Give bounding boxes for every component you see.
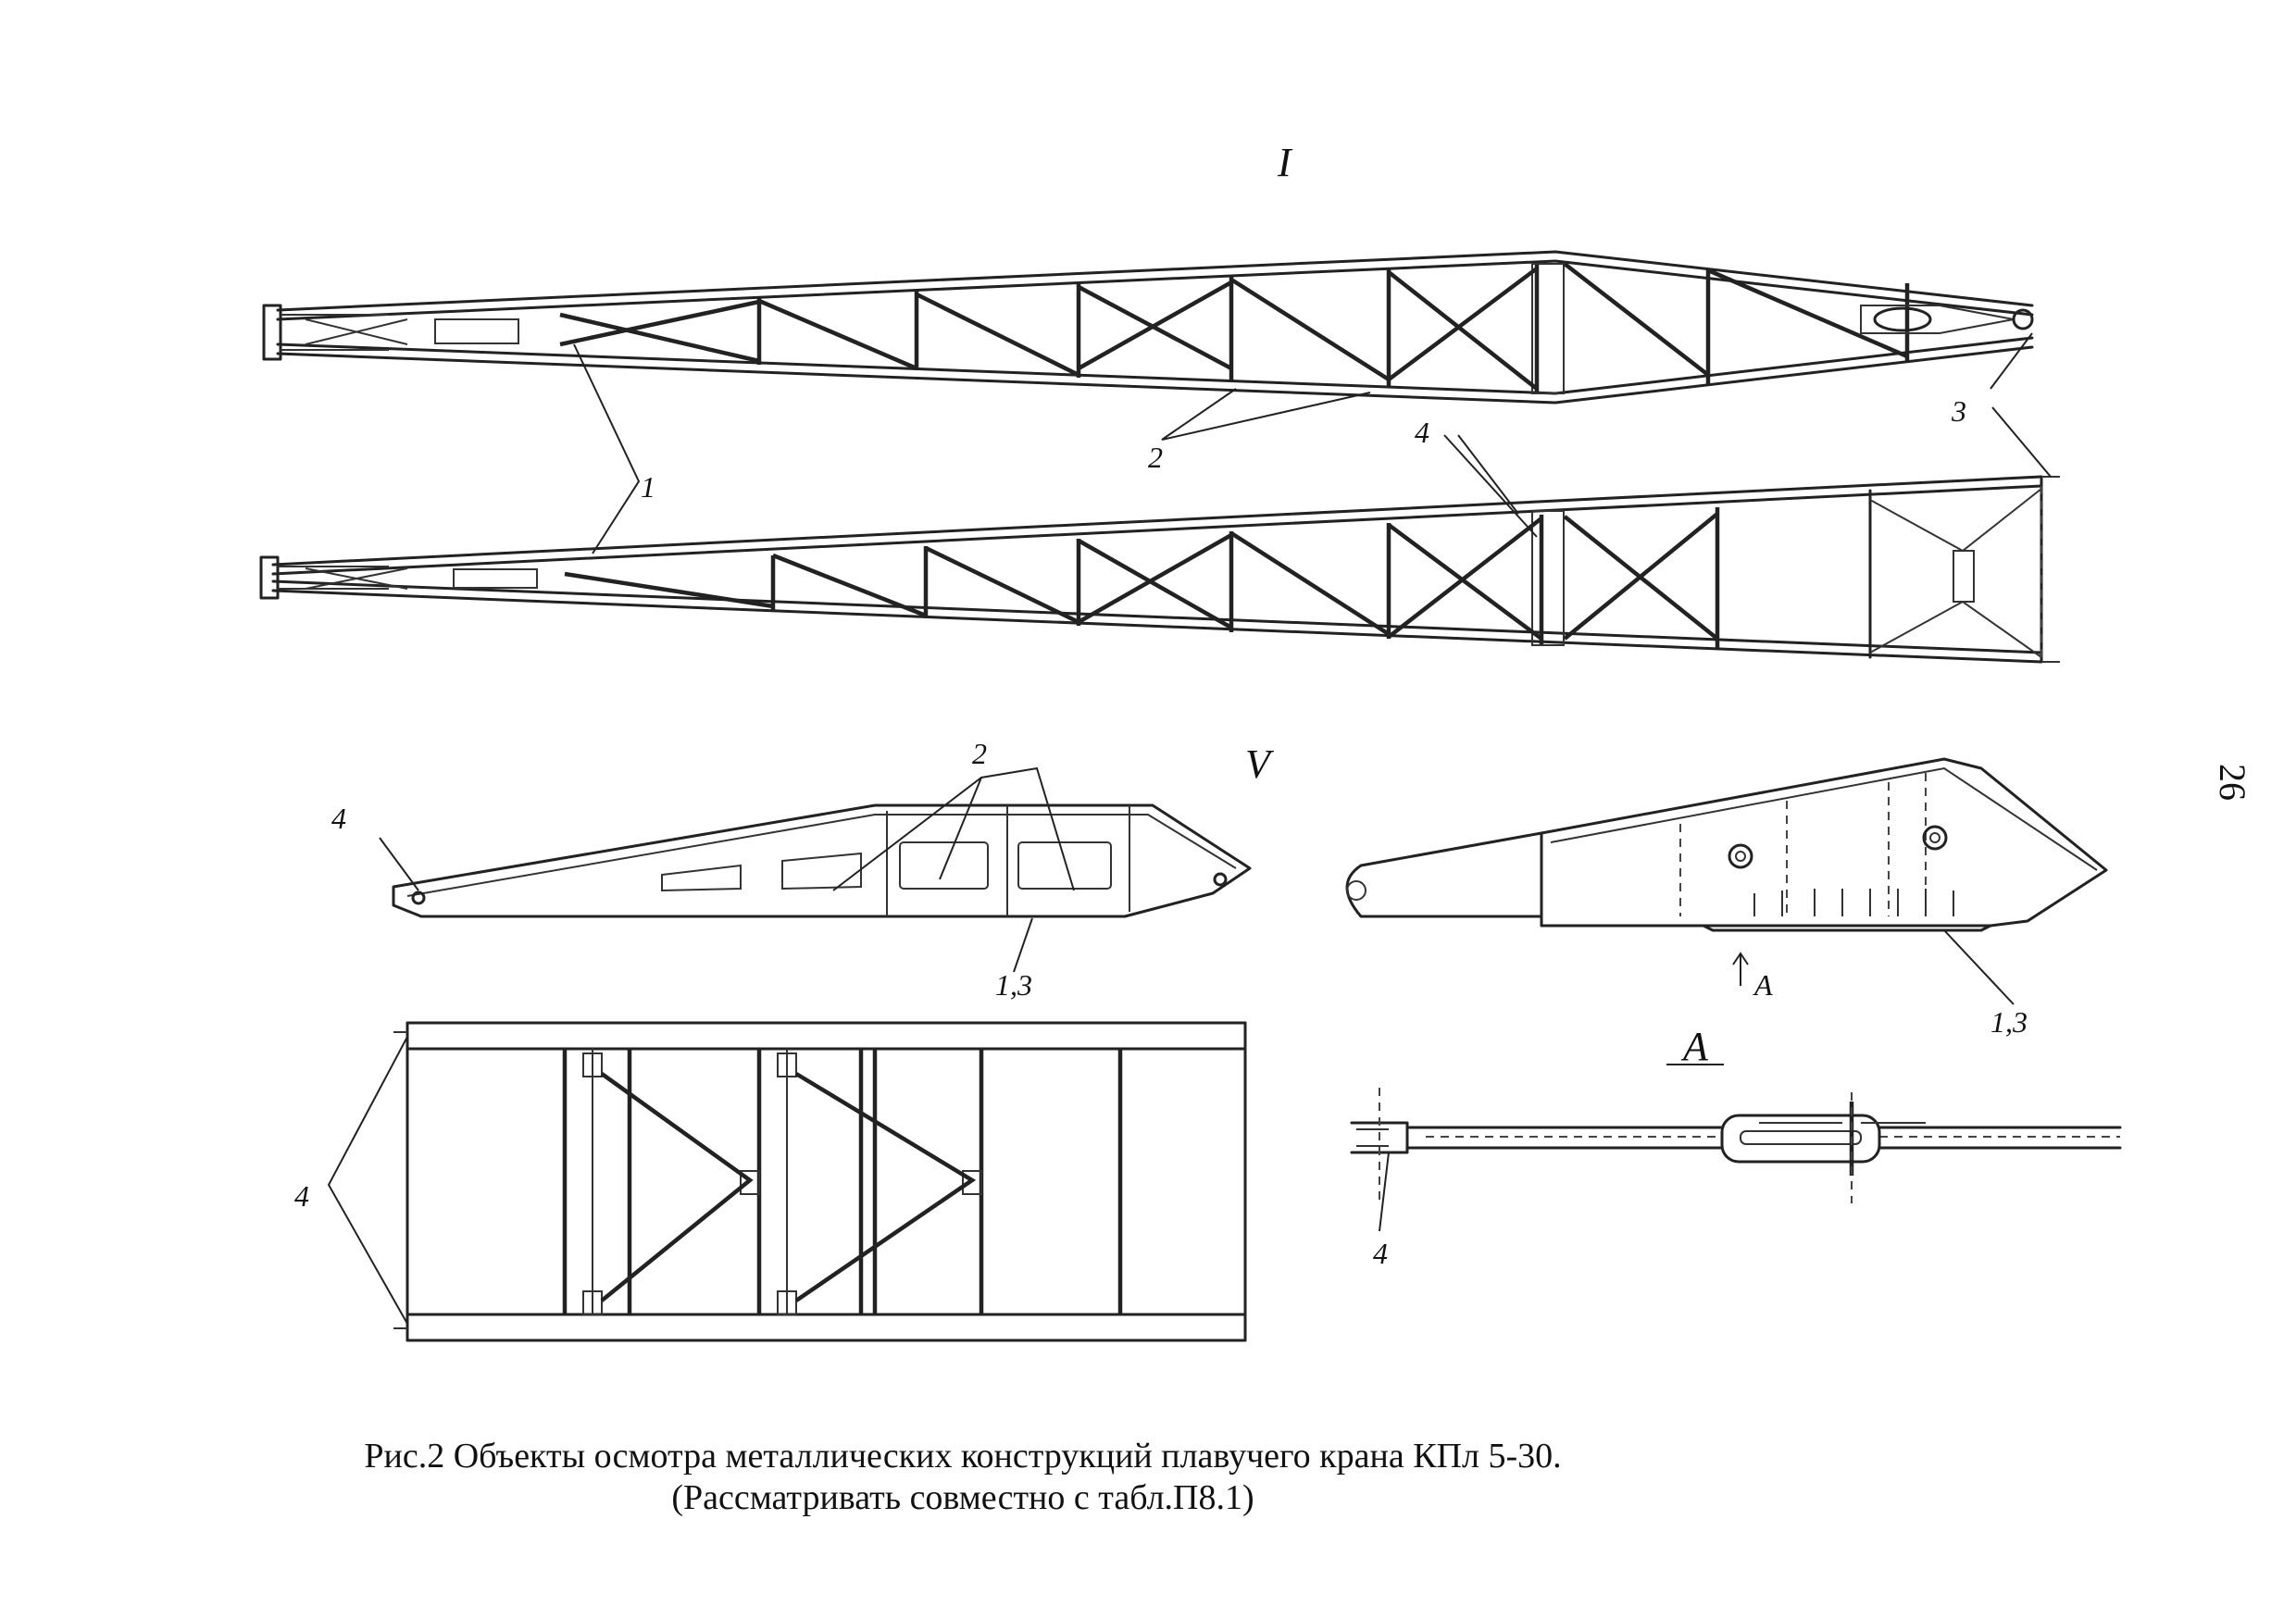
boom-leaders bbox=[573, 332, 2052, 554]
section-arrow-label-A: A bbox=[1753, 968, 1773, 1002]
callout-3-top: 3 bbox=[1951, 394, 1966, 428]
leader-v-2 bbox=[832, 766, 1075, 891]
section-title-A: A bbox=[1680, 1024, 1709, 1069]
boom-lower-elevation bbox=[259, 475, 2060, 664]
frame-plan-view bbox=[393, 1021, 1247, 1342]
callout-4-boom: 4 bbox=[1415, 416, 1429, 449]
callout-2-v: 2 bbox=[972, 737, 987, 770]
figure-caption-line2: (Рассматривать совместно с табл.П8.1) bbox=[671, 1478, 1254, 1517]
callout-4-v: 4 bbox=[331, 802, 346, 835]
bracket-side-part bbox=[1345, 757, 2108, 932]
boom-upper-elevation bbox=[262, 250, 2034, 405]
leader-section-4 bbox=[1379, 1152, 1390, 1232]
callout-1: 1 bbox=[641, 470, 655, 504]
callout-13-v: 1,3 bbox=[995, 968, 1032, 1002]
figure-caption-line1: Рис.2 Объекты осмотра металлических конс… bbox=[364, 1437, 1561, 1476]
page-number: 26 bbox=[2212, 764, 2253, 801]
view-v-side-part bbox=[392, 803, 1252, 918]
callout-13-right: 1,3 bbox=[1990, 1005, 2028, 1039]
callout-4-plan: 4 bbox=[294, 1179, 309, 1213]
leader-v-13 bbox=[1013, 917, 1033, 973]
view-label-V: V bbox=[1245, 741, 1275, 787]
callout-4-section: 4 bbox=[1373, 1237, 1388, 1270]
section-arrow-A bbox=[1732, 952, 1749, 986]
section-a-a bbox=[1350, 1088, 2122, 1203]
leader-v-4 bbox=[379, 837, 419, 891]
callout-2-top: 2 bbox=[1148, 441, 1163, 474]
leader-plan-4 bbox=[327, 1036, 408, 1325]
leader-right-13 bbox=[1943, 929, 2015, 1005]
view-label-I: I bbox=[1277, 140, 1293, 185]
